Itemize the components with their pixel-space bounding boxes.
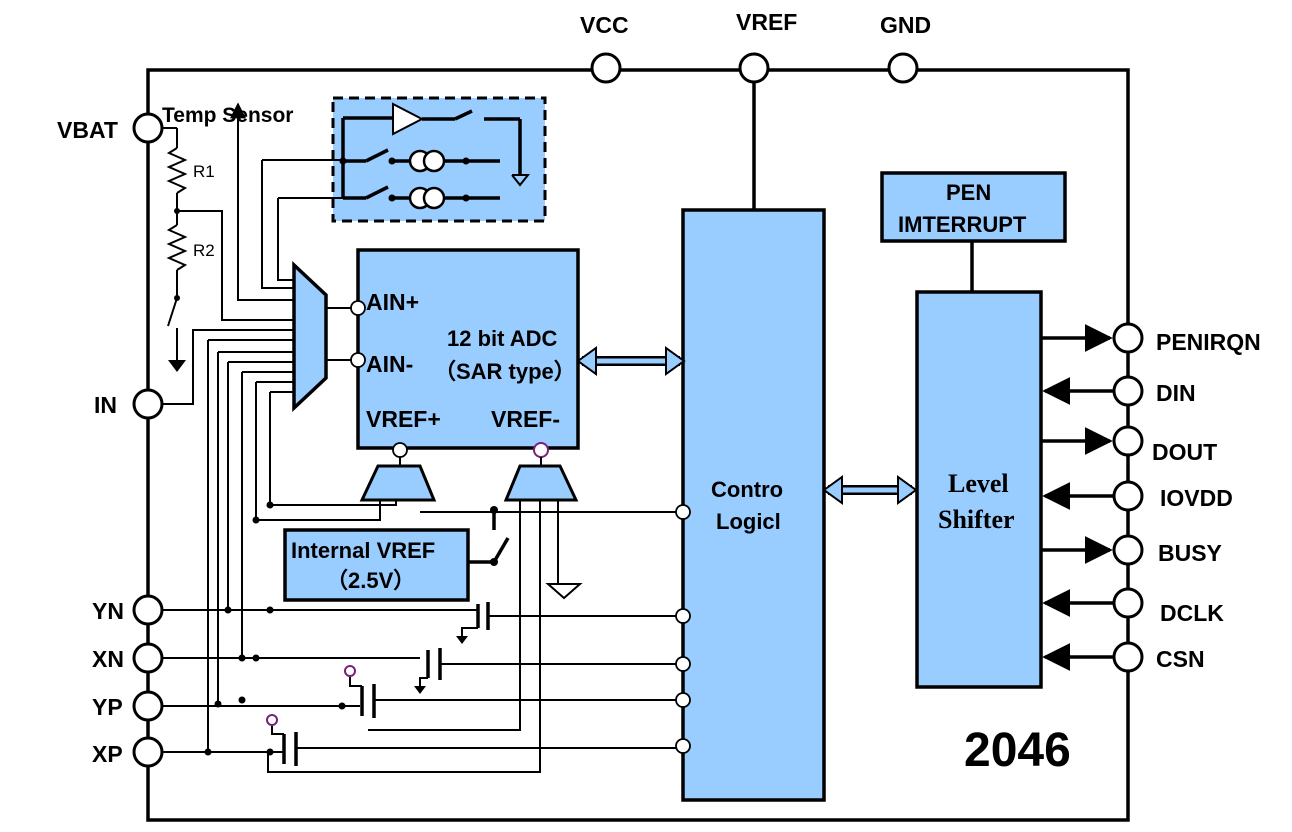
touch-switches bbox=[162, 501, 680, 766]
pen-interrupt-line2: IMTERRUPT bbox=[898, 212, 1027, 237]
level-shifter-line2: Shifter bbox=[938, 505, 1015, 534]
pen-interrupt-line1: PEN bbox=[946, 180, 991, 205]
din-pin bbox=[1112, 375, 1144, 407]
dclk-pin bbox=[1112, 587, 1144, 619]
penirqn-pin-label: PENIRQN bbox=[1156, 329, 1261, 355]
temp-sensor-block bbox=[331, 96, 547, 223]
ain-plus-label: AIN+ bbox=[366, 289, 419, 315]
yn-pin bbox=[132, 594, 164, 626]
xn-pin bbox=[132, 642, 164, 674]
pen-interrupt-block: PEN IMTERRUPT bbox=[880, 171, 1067, 292]
yp-pin bbox=[132, 690, 164, 722]
vbat-pin-label: VBAT bbox=[57, 117, 118, 143]
vcc-pin bbox=[590, 52, 622, 84]
iovdd-pin bbox=[1112, 480, 1144, 512]
right-pins: PENIRQN DIN DOUT IOVDD BUSY DCLK CSN bbox=[1112, 322, 1261, 673]
xp-pin-label: XP bbox=[92, 741, 123, 767]
gnd-pin bbox=[887, 52, 919, 84]
din-pin-label: DIN bbox=[1156, 380, 1196, 406]
vref-plus-label: VREF+ bbox=[366, 406, 441, 432]
busy-pin-label: BUSY bbox=[1158, 540, 1222, 566]
adc-control-bus bbox=[576, 346, 686, 376]
io-arrows bbox=[1041, 324, 1114, 671]
vref-pin-label: VREF bbox=[736, 9, 797, 35]
r2-label: R2 bbox=[193, 241, 215, 260]
in-pin bbox=[132, 388, 164, 420]
r1-label: R1 bbox=[193, 162, 215, 181]
penirqn-pin bbox=[1112, 322, 1144, 354]
vcc-pin-label: VCC bbox=[580, 12, 629, 38]
internal-vref-block: Internal VREF （2.5V） bbox=[283, 506, 680, 602]
temp-sensor-label: Temp Sensor bbox=[162, 104, 293, 127]
level-shifter-block: Level Shifter bbox=[915, 290, 1043, 689]
top-pins: VCC VREF GND bbox=[580, 9, 931, 84]
yp-pin-label: YP bbox=[92, 694, 123, 720]
vbat-divider: R1 R2 bbox=[162, 127, 215, 372]
control-logic-block: Contro Logicl bbox=[675, 208, 826, 802]
control-logic-line2: Logicl bbox=[716, 509, 781, 534]
dclk-pin-label: DCLK bbox=[1160, 600, 1224, 626]
csn-pin-label: CSN bbox=[1156, 646, 1205, 672]
chip-number: 2046 bbox=[964, 724, 1071, 777]
busy-pin bbox=[1112, 534, 1144, 566]
adc-block: AIN+ AIN- 12 bit ADC （SAR type） VREF+ VR… bbox=[350, 248, 580, 458]
csn-pin bbox=[1112, 641, 1144, 673]
control-logic-line1: Contro bbox=[711, 477, 783, 502]
xn-pin-label: XN bbox=[92, 646, 124, 672]
gnd-pin-label: GND bbox=[880, 12, 931, 38]
iovdd-pin-label: IOVDD bbox=[1160, 485, 1233, 511]
vbat-pin bbox=[132, 112, 164, 144]
in-pin-label: IN bbox=[94, 392, 117, 418]
vref-pin bbox=[738, 52, 770, 84]
adc-title-line1: 12 bit ADC bbox=[447, 326, 558, 351]
adc-title-line2: （SAR type） bbox=[434, 359, 576, 384]
level-shifter-line1: Level bbox=[948, 469, 1009, 498]
yn-pin-label: YN bbox=[92, 598, 124, 624]
xp-pin bbox=[132, 736, 164, 768]
input-mux bbox=[292, 260, 328, 413]
vref-buffers bbox=[256, 457, 583, 773]
internal-vref-line2: （2.5V） bbox=[326, 568, 415, 593]
dout-pin bbox=[1112, 425, 1144, 457]
mux-input-wiring bbox=[162, 159, 343, 752]
control-level-bus bbox=[822, 475, 918, 505]
vref-minus-label: VREF- bbox=[491, 406, 560, 432]
dout-pin-label: DOUT bbox=[1152, 439, 1217, 465]
ain-minus-label: AIN- bbox=[366, 351, 413, 377]
internal-vref-line1: Internal VREF bbox=[291, 538, 435, 563]
left-pins: VBAT IN YN XN YP XP bbox=[57, 112, 164, 768]
